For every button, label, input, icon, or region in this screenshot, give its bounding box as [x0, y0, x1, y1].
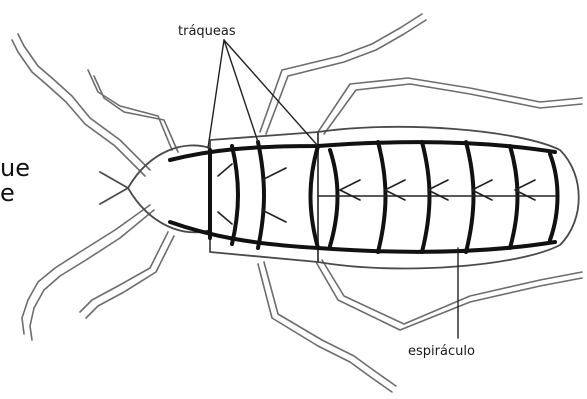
antenna-lower	[22, 205, 150, 334]
leg-front-upper	[88, 70, 172, 150]
leg-mid-lower	[258, 264, 392, 392]
label-spiracle: espiráculo	[408, 344, 475, 359]
leg-hind-lower	[316, 262, 582, 330]
antenna-upper	[18, 34, 150, 170]
clipped-text-line-2: e	[0, 181, 15, 205]
leader-tracheas-1	[208, 40, 224, 148]
trachea-trunk-lower	[170, 222, 555, 252]
leg-mid-upper	[260, 14, 422, 132]
leader-tracheas-2	[224, 40, 258, 142]
trachea-trunk-upper	[170, 142, 555, 160]
tracheal-network	[170, 142, 558, 252]
leader-tracheas-3	[224, 40, 318, 146]
leg-hind-upper	[318, 78, 582, 132]
clipped-text-line-1: ue	[0, 156, 30, 180]
label-tracheas: tráqueas	[178, 24, 236, 39]
legs-and-antennae	[12, 14, 582, 392]
leader-lines	[208, 40, 458, 338]
